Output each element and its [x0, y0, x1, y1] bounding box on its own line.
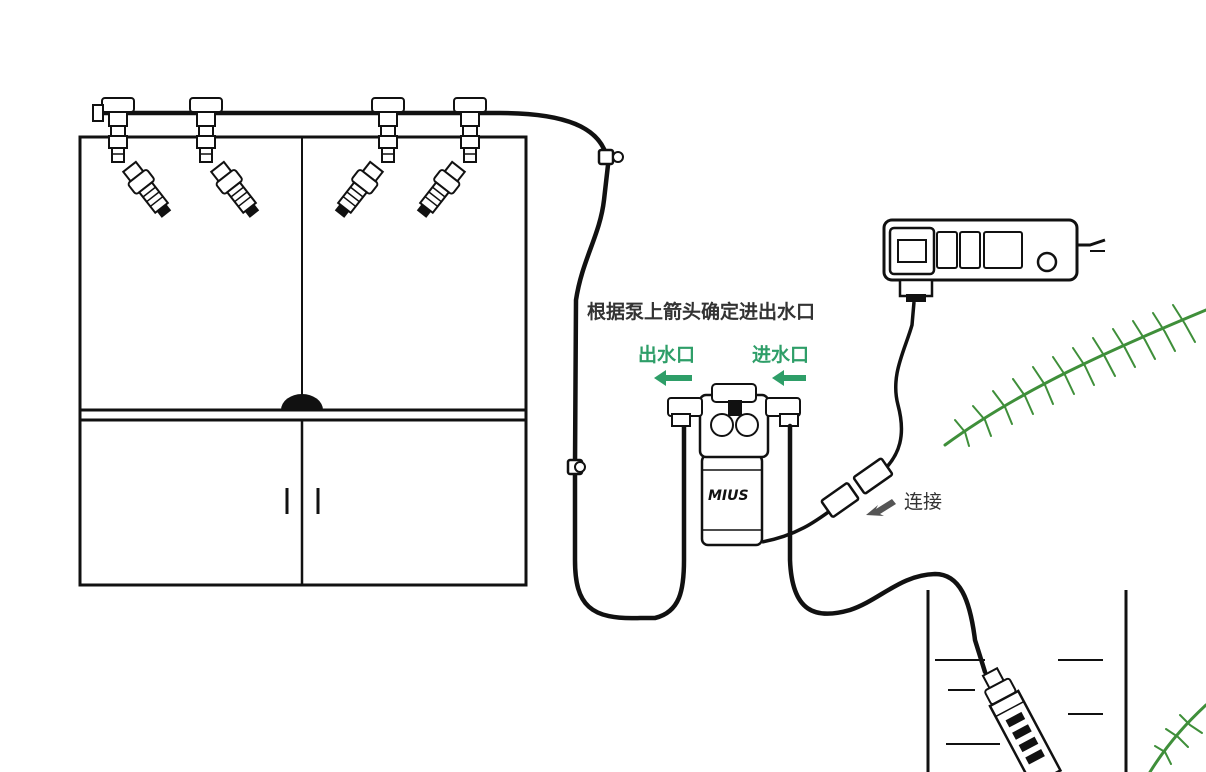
inlet-tube [787, 423, 988, 675]
pine-branch-icon [943, 304, 1206, 447]
tube-clip-bottom [566, 458, 586, 476]
outlet-arrow-icon [654, 370, 692, 386]
inlet-arrow-icon [772, 370, 806, 386]
tube-end-cap [92, 104, 104, 122]
cable-connector-left [820, 482, 860, 518]
connect-label: 连接 [904, 491, 942, 513]
power-adapter-icon [898, 278, 934, 302]
cabinet [78, 135, 528, 587]
instruction-label: 根据泵上箭头确定进出水口 [587, 300, 815, 323]
inlet-label: 进水口 [752, 344, 809, 366]
outlet-label: 出水口 [638, 343, 695, 366]
mist-nozzle-icon [101, 97, 177, 223]
pump-brand-label: MIUS [708, 488, 749, 504]
submersible-filter-icon [981, 666, 1063, 772]
mist-nozzle-icon [411, 97, 487, 223]
connect-arrow-icon [866, 499, 896, 516]
water-tank [926, 590, 1128, 772]
mist-nozzle-icon [329, 97, 405, 223]
adapter-cable [880, 301, 916, 474]
cabinet-lamp [281, 394, 323, 410]
pump-icon [667, 383, 801, 547]
cable-connector-right [852, 457, 894, 495]
outlet-tube [97, 110, 687, 621]
power-strip-icon [882, 218, 1106, 282]
pine-branch-icon [1148, 703, 1206, 772]
tube-clip-top [597, 148, 624, 166]
mist-nozzle-icon [189, 97, 265, 223]
